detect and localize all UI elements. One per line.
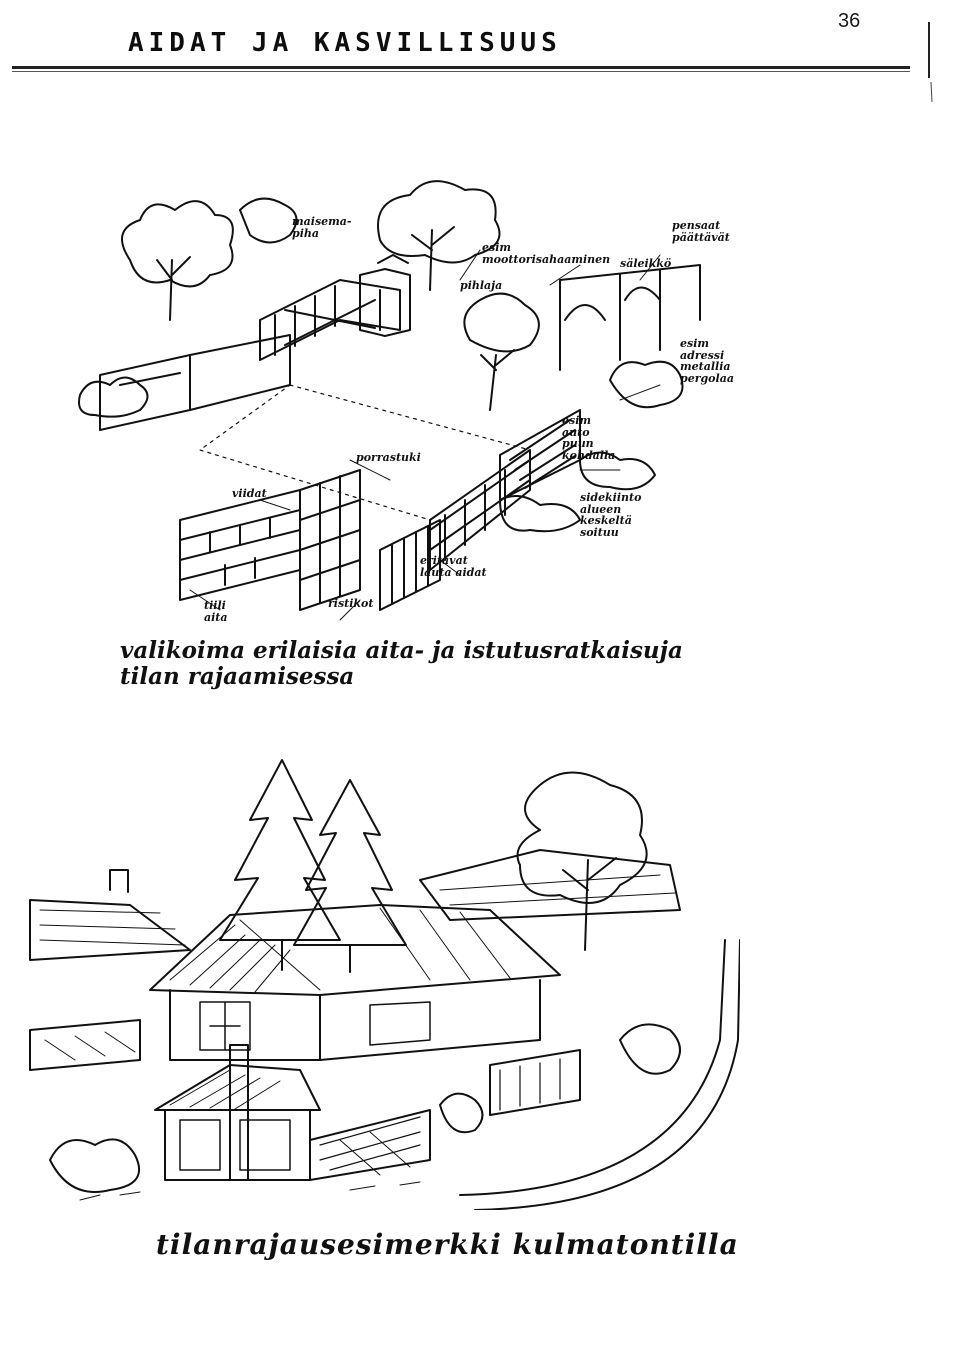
label-viidat: viidat: [232, 487, 267, 500]
header-rule: [12, 66, 910, 69]
fence-options-drawing: [78, 180, 701, 621]
caption-line-1: valikoima erilaisia aita- ja istutusratk…: [120, 637, 683, 664]
caption-corner-lot: tilanrajausesimerkki kulmatontilla: [156, 1228, 739, 1261]
label-saleikko: säleikkö: [620, 257, 672, 270]
caption-fence-options: valikoima erilaisia aita- ja istutusratk…: [120, 637, 740, 691]
page-title: AIDAT JA KASVILLISUUS: [128, 28, 562, 58]
label-porrastuki: porrastuki: [356, 451, 421, 464]
label-ristikot: ristikot: [328, 597, 374, 610]
page-edge-mark: [928, 22, 933, 102]
label-maisema-piha: maisema-piha: [292, 215, 352, 240]
corner-lot-illustration: [20, 740, 740, 1210]
label-pihlaja: pihlaja: [460, 279, 503, 292]
caption-line-2: tilan rajaamisessa: [120, 663, 355, 691]
header-rule-thin: [12, 71, 910, 72]
page-number: 36: [838, 10, 861, 32]
corner-lot-drawing: [29, 759, 740, 1210]
